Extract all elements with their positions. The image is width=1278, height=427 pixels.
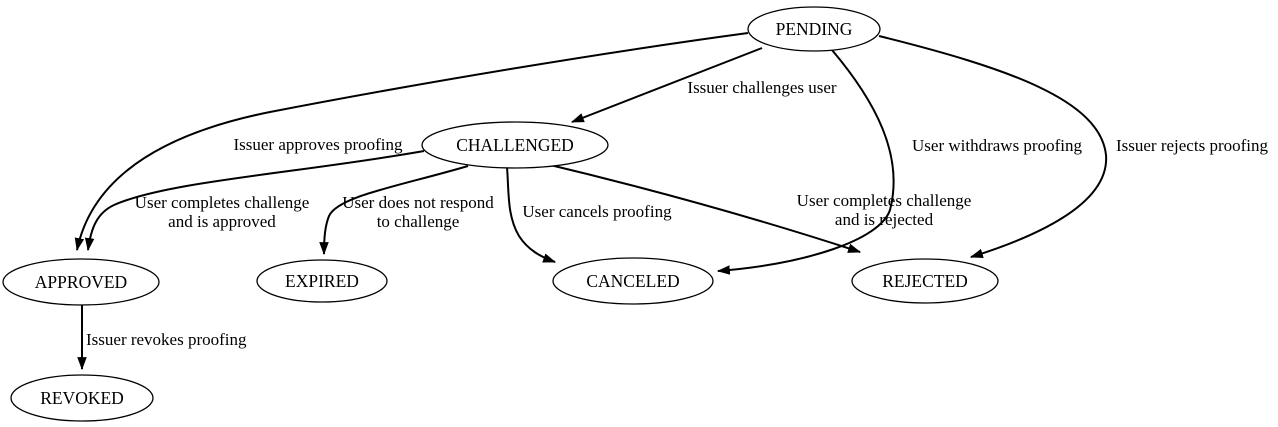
edge-label-user-completes-rejected-line1: User completes challenge (797, 191, 972, 210)
node-rejected-label: REJECTED (882, 271, 968, 291)
edge-pending-challenged (570, 47, 763, 123)
node-challenged: CHALLENGED (421, 121, 609, 169)
edges-layer (74, 32, 1108, 371)
edge-challenged-canceled (506, 166, 557, 263)
node-canceled-ellipse (552, 257, 714, 305)
edge-label-issuer-approves-proofing: Issuer approves proofing (233, 135, 403, 154)
node-canceled-label: CANCELED (586, 271, 679, 291)
node-challenged-ellipse (421, 121, 609, 169)
node-approved-ellipse (2, 258, 160, 306)
edge-label-user-withdraws-proofing: User withdraws proofing (912, 136, 1082, 155)
edge-label-user-cancels-proofing: User cancels proofing (522, 202, 672, 221)
edge-challenged-expired (319, 165, 469, 256)
edge-label-issuer-challenges-user: Issuer challenges user (687, 78, 837, 97)
edge-pending-rejected (878, 35, 1108, 259)
node-expired-ellipse (256, 259, 388, 303)
edge-challenged-approved (84, 150, 425, 252)
node-expired: EXPIRED (256, 259, 388, 303)
node-approved: APPROVED (2, 258, 160, 306)
node-challenged-label: CHALLENGED (456, 135, 574, 155)
node-expired-label: EXPIRED (285, 271, 359, 291)
edge-labels-layer: Issuer challenges user Issuer approves p… (86, 78, 1268, 349)
node-revoked-ellipse (10, 374, 154, 422)
node-pending-label: PENDING (776, 19, 853, 39)
edge-label-user-completes-approved-line2: and is approved (168, 212, 276, 231)
edge-label-user-does-not-respond-line2: to challenge (377, 212, 460, 231)
edge-label-issuer-revokes-proofing: Issuer revokes proofing (86, 330, 247, 349)
edge-label-user-completes-approved-line1: User completes challenge (135, 193, 310, 212)
nodes-layer: PENDING CHALLENGED APPROVED EXPIRED CANC… (2, 6, 999, 422)
node-canceled: CANCELED (552, 257, 714, 305)
node-pending-ellipse (747, 6, 881, 52)
node-pending: PENDING (747, 6, 881, 52)
node-rejected-ellipse (851, 258, 999, 304)
edge-label-user-does-not-respond-line1: User does not respond (342, 193, 494, 212)
edge-label-issuer-rejects-proofing: Issuer rejects proofing (1116, 136, 1269, 155)
edge-challenged-rejected (541, 162, 862, 253)
node-revoked: REVOKED (10, 374, 154, 422)
node-approved-label: APPROVED (35, 272, 127, 292)
node-revoked-label: REVOKED (40, 388, 124, 408)
edge-pending-canceled (716, 49, 895, 275)
edge-label-user-completes-rejected-line2: and is rejected (835, 210, 934, 229)
edge-pending-approved (74, 32, 749, 252)
node-rejected: REJECTED (851, 258, 999, 304)
